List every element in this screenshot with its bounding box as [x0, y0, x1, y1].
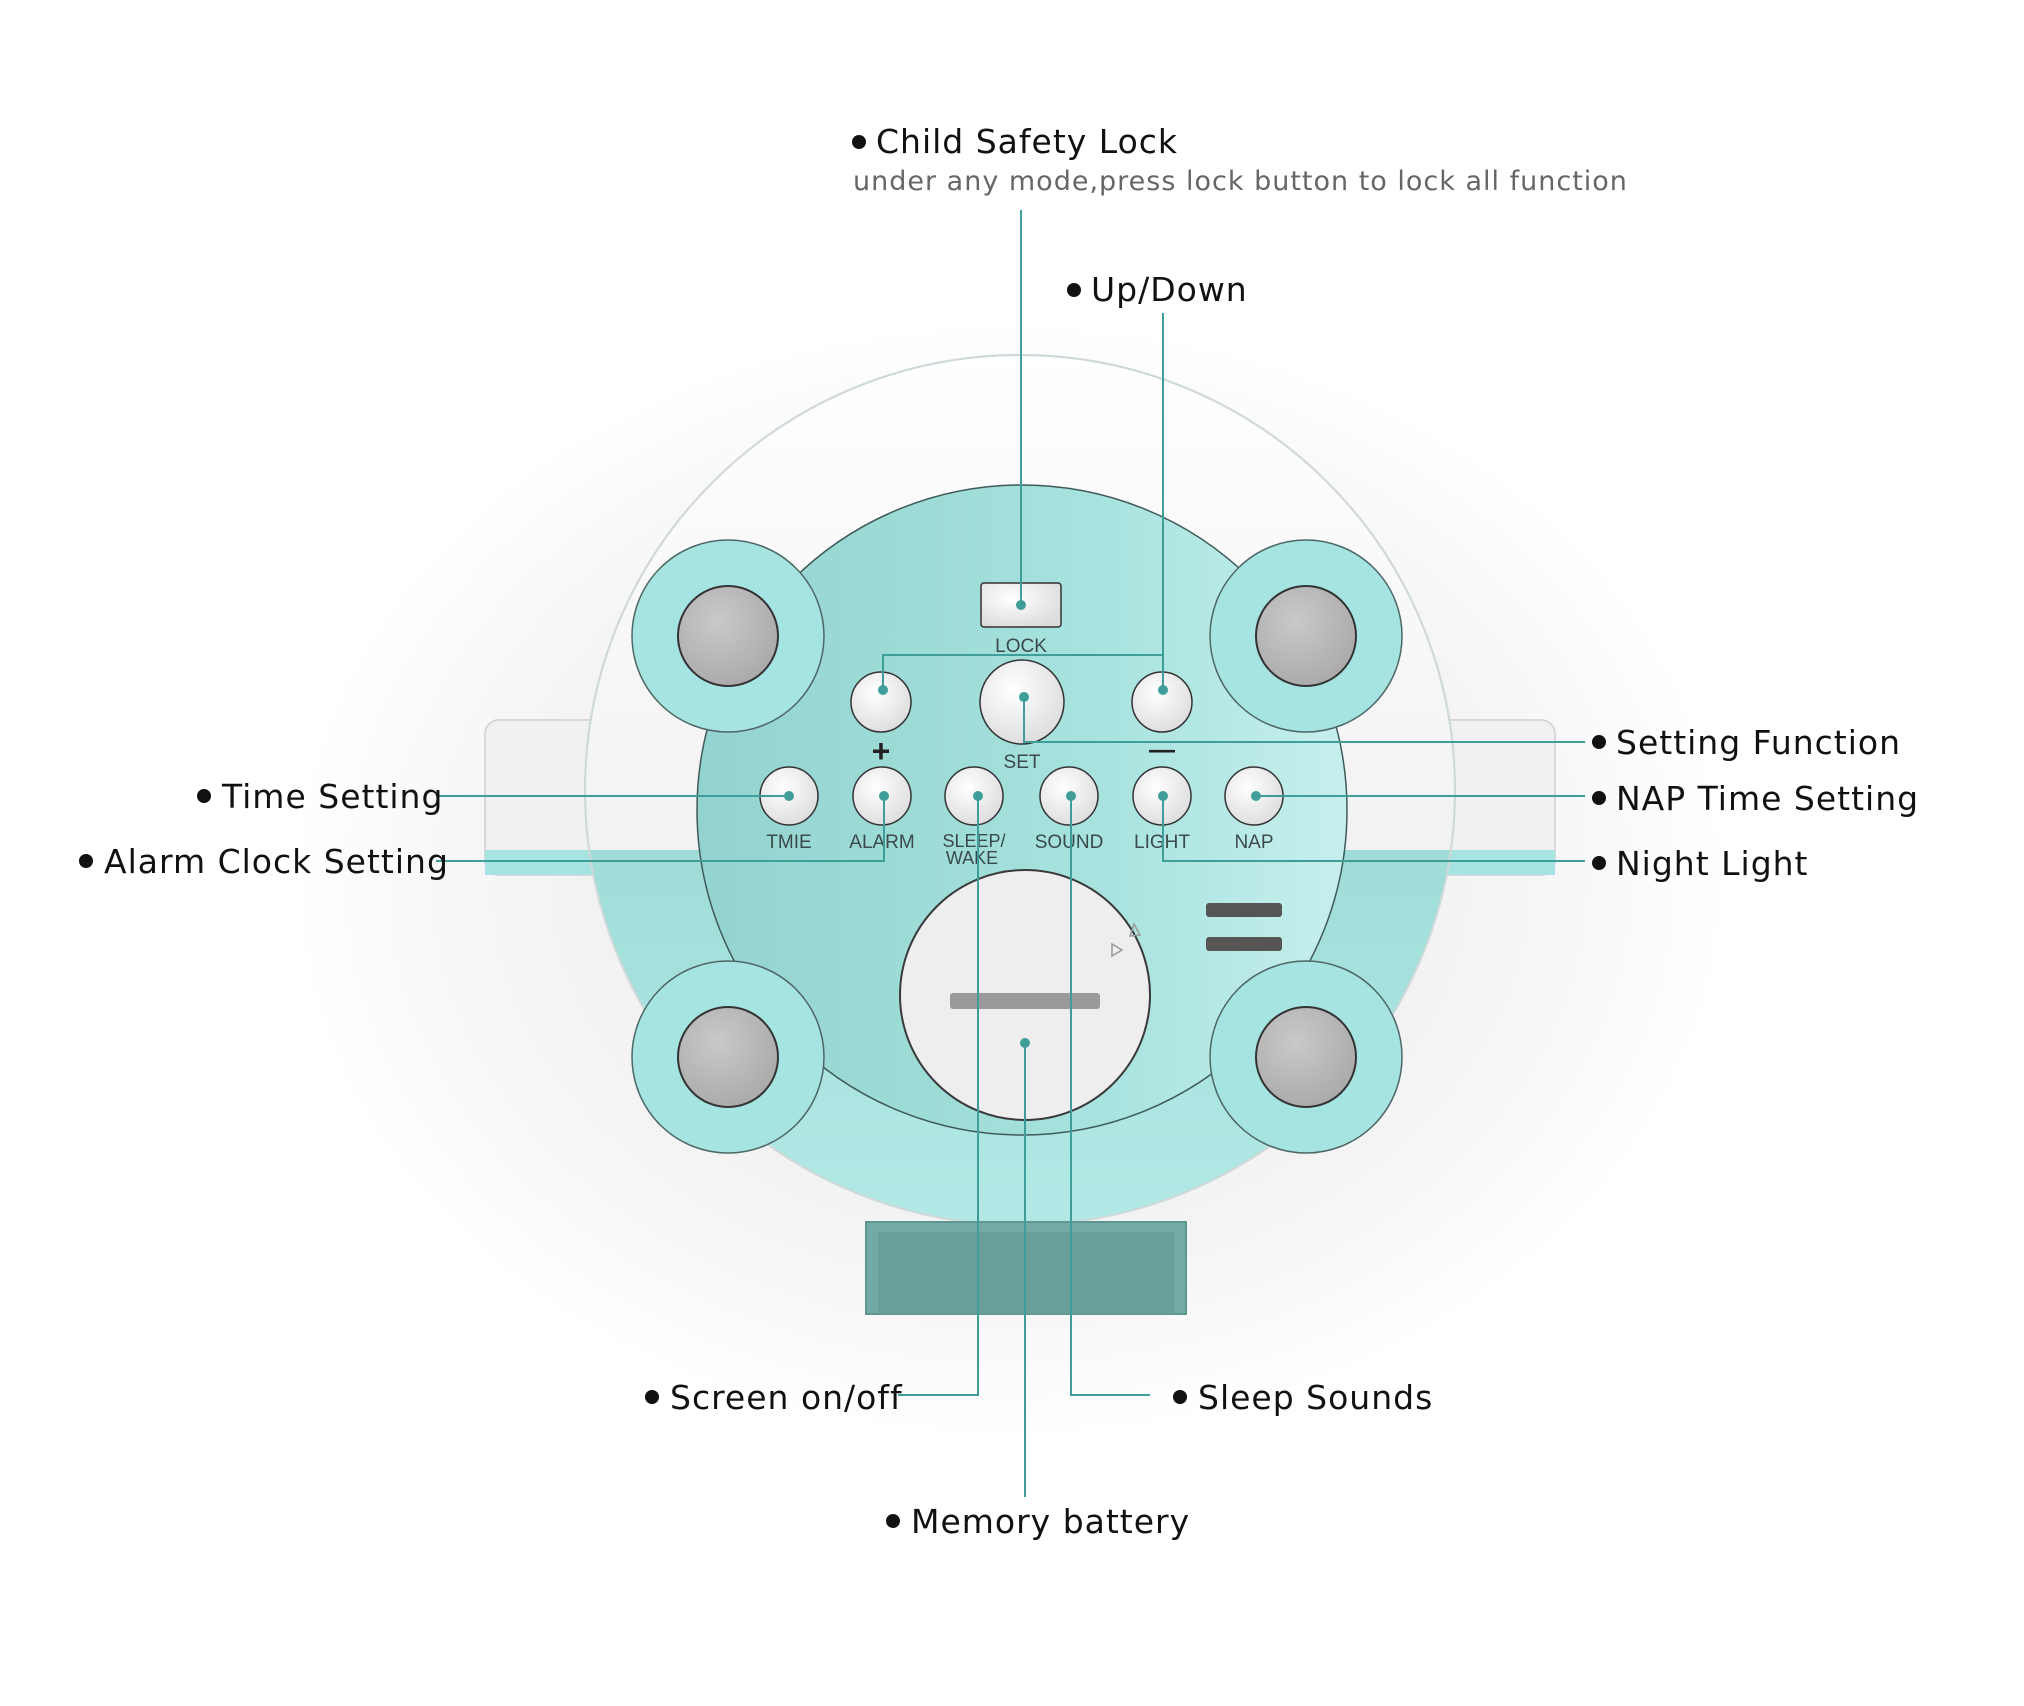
corner-feet — [631, 539, 1403, 1154]
foot-top-left — [631, 539, 825, 733]
rotate-arrow-icon — [1111, 942, 1124, 958]
callout-battery: Memory battery — [886, 1502, 1190, 1541]
battery-cover-slot — [950, 993, 1100, 1009]
up-down-label: Up/Down — [1091, 270, 1248, 309]
callout-time-setting: Time Setting — [197, 777, 443, 816]
battery-label: Memory battery — [911, 1502, 1190, 1541]
alarm-label: ALARM — [849, 832, 914, 853]
callout-alarm: Alarm Clock Setting — [79, 842, 449, 881]
sound-button[interactable]: SOUND — [1035, 766, 1104, 853]
lock-label: LOCK — [995, 636, 1047, 657]
callout-up-down: Up/Down — [1067, 270, 1248, 309]
set-button[interactable]: SET — [979, 659, 1065, 773]
sound-label: SOUND — [1035, 832, 1104, 853]
child-lock-desc: under any mode,press lock button to lock… — [853, 166, 1628, 197]
leader-up-down — [882, 313, 1164, 690]
callout-screen: Screen on/off — [645, 1378, 903, 1417]
callout-sleep-sounds: Sleep Sounds — [1173, 1378, 1433, 1417]
time-setting-label: Time Setting — [221, 777, 443, 816]
leader-screen — [898, 796, 979, 1396]
callout-nap-time: NAP Time Setting — [1592, 779, 1919, 818]
leader-lines — [436, 210, 1585, 1497]
plus-button[interactable]: + — [850, 671, 912, 769]
plus-sign: + — [872, 733, 891, 769]
sleep-label-line1: SLEEP/ — [942, 831, 1005, 851]
night-light-label: Night Light — [1616, 844, 1809, 883]
time-label: TMIE — [766, 832, 811, 853]
callout-night-light: Night Light — [1592, 844, 1809, 883]
sleep-label-line2: WAKE — [946, 848, 998, 868]
leader-dots — [784, 600, 1261, 1048]
callouts: Child Safety Lock under any mode,press l… — [79, 122, 1919, 1541]
alarm-button[interactable]: ALARM — [849, 766, 915, 853]
foot-bottom-left — [631, 960, 825, 1154]
set-label: SET — [1004, 752, 1041, 773]
callout-setting-function: Setting Function — [1592, 723, 1901, 762]
minus-sign: — — [1149, 734, 1175, 764]
foot-bottom-right — [1209, 960, 1403, 1154]
leader-night-light — [1162, 796, 1585, 862]
alarm-clock-label: Alarm Clock Setting — [104, 842, 449, 881]
callout-child-lock: Child Safety Lock under any mode,press l… — [852, 122, 1628, 197]
nap-label: NAP — [1234, 832, 1273, 853]
speaker-grille — [1206, 903, 1282, 951]
leader-alarm — [436, 796, 885, 862]
sleep-sounds-label: Sleep Sounds — [1198, 1378, 1433, 1417]
minus-button[interactable]: — — [1131, 671, 1193, 764]
leader-sleep-sounds — [1070, 796, 1150, 1396]
screen-label: Screen on/off — [670, 1378, 903, 1417]
setting-function-label: Setting Function — [1616, 723, 1901, 762]
rotate-arrow-icon-2 — [1128, 922, 1142, 937]
time-button[interactable]: TMIE — [759, 766, 819, 853]
nap-time-label: NAP Time Setting — [1616, 779, 1919, 818]
foot-top-right — [1209, 539, 1403, 733]
battery-cover[interactable] — [899, 869, 1151, 1121]
child-lock-title: Child Safety Lock — [876, 122, 1178, 161]
leader-setting-function — [1023, 697, 1585, 743]
